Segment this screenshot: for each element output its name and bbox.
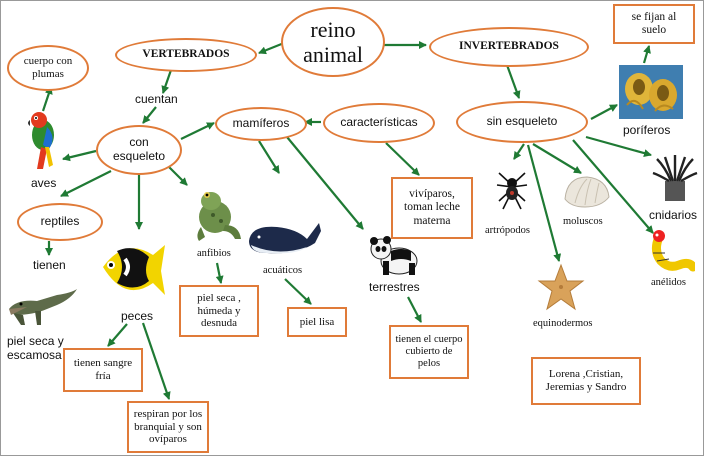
viviparos-label: vivíparos, toman leche materna (404, 188, 460, 227)
node-piel-lisa: piel lisa (287, 307, 347, 337)
label-anfibios: anfibios (197, 248, 231, 259)
arrow-mamiferos-to-terrestres (286, 136, 364, 230)
node-vertebrados: VERTEBRADOS (115, 38, 257, 72)
frog-icon (197, 192, 241, 241)
label-cuentan: cuentan (135, 92, 178, 106)
node-tienen-cuerpo: tienen el cuerpo cubierto de pelos (389, 325, 469, 379)
node-con-esqueleto: con esqueleto (96, 125, 182, 175)
label-aves: aves (31, 176, 57, 190)
root-label: reino animal (303, 16, 363, 67)
label-equinodermos: equinodermos (533, 318, 593, 329)
node-invertebrados: INVERTEBRADOS (429, 27, 589, 67)
arrow-mamiferos-to-acuaticos (258, 140, 280, 174)
arrow-peces-to-sangre-fria (107, 323, 128, 347)
label-anelidos: anélidos (651, 277, 686, 288)
panda-icon (370, 236, 418, 275)
arrow-anfibios-to-piel-seca (215, 262, 224, 284)
mamiferos-label: mamíferos (232, 116, 290, 131)
caracteristicas-label: características (340, 115, 418, 130)
arrow-aves-to-cuerpo-plumas (41, 86, 53, 112)
arrow-poriferos-to-se-fijan (642, 45, 651, 64)
label-artropodos: artrópodos (485, 225, 530, 236)
arrow-acuaticos-to-piel-lisa (284, 278, 312, 305)
tienen-cuerpo-label: tienen el cuerpo cubierto de pelos (395, 333, 463, 370)
node-reptiles: reptiles (17, 203, 103, 241)
arrow-con-esqueleto-to-mamiferos (180, 122, 215, 140)
arrow-con-esqueleto-to-anfibios (168, 166, 188, 186)
label-piel-seca-escamosa: piel seca y escamosa (7, 334, 64, 362)
label-moluscos: moluscos (563, 216, 603, 227)
node-sin-esqueleto: sin esqueleto (456, 101, 588, 143)
starfish-icon (537, 263, 585, 311)
invertebrados-label: INVERTEBRADOS (459, 40, 559, 53)
cuerpo-plumas-label: cuerpo con plumas (23, 55, 73, 80)
arrow-reino-to-vertebrados (258, 41, 285, 55)
label-terrestres: terrestres (369, 280, 420, 294)
root-node: reino animal (281, 7, 385, 77)
node-respiran: respiran por los branquial y son ovíparo… (127, 401, 209, 453)
arrow-sin-esqueleto-to-poriferos (590, 104, 618, 120)
respiran-label: respiran por los branquial y son ovíparo… (133, 408, 203, 446)
node-mamiferos: mamíferos (215, 107, 307, 141)
spider-icon (496, 172, 528, 210)
anemone-icon (652, 155, 698, 201)
crocodile-icon (9, 289, 77, 325)
arrow-sin-esqueleto-to-artropodos (513, 143, 525, 160)
arrow-con-esqueleto-to-aves (62, 149, 97, 162)
arrow-con-esqueleto-to-reptiles (60, 170, 112, 197)
sponge-icon (619, 65, 683, 119)
parrot-icon (28, 112, 54, 169)
arrow-invertebrados-to-sin-esqueleto (505, 64, 521, 99)
worm-icon (651, 230, 695, 272)
arrow-sin-esqueleto-to-cnidarios (585, 135, 652, 157)
reptiles-label: reptiles (40, 214, 80, 229)
arrow-vertebrados-to-cuentan (161, 69, 173, 94)
node-se-fijan: se fijan al suelo (613, 4, 695, 44)
fish-icon (103, 245, 165, 295)
label-tienen: tienen (33, 258, 66, 272)
arrow-sin-esqueleto-to-moluscos (532, 143, 582, 174)
label-cnidarios: cnidarios (649, 208, 698, 222)
vertebrados-label: VERTEBRADOS (142, 48, 230, 61)
arrow-peces-to-respiran (141, 322, 171, 400)
label-peces: peces (121, 309, 154, 323)
arrow-cuentan-to-con-esqueleto (142, 106, 157, 124)
sangre-fria-label: tienen sangre fría (73, 357, 133, 382)
label-poriferos: poríferos (623, 123, 671, 137)
con-esqueleto-label: con esqueleto (112, 135, 166, 163)
piel-seca-humeda-label: piel seca , húmeda y desnuda (197, 292, 241, 330)
autores-label: Lorena ,Cristian, Jeremias y Sandro (545, 368, 627, 393)
node-piel-seca-humeda: piel seca , húmeda y desnuda (179, 285, 259, 337)
arrow-terrestres-to-tienen-cuerpo (407, 296, 422, 323)
node-autores: Lorena ,Cristian, Jeremias y Sandro (531, 357, 641, 405)
node-viviparos: vivíparos, toman leche materna (391, 177, 473, 239)
node-caracteristicas: características (323, 103, 435, 143)
node-sangre-fria: tienen sangre fría (63, 348, 143, 392)
arrow-sin-esqueleto-to-equinodermos (526, 144, 562, 262)
piel-lisa-label: piel lisa (299, 315, 335, 328)
whale-icon (249, 223, 321, 254)
arrow-sin-esqueleto-to-anelidos (572, 139, 654, 234)
sin-esqueleto-label: sin esqueleto (486, 114, 558, 129)
arrow-caracteristicas-to-viviparos (385, 142, 420, 176)
label-acuaticos: acuáticos (263, 265, 303, 276)
se-fijan-label: se fijan al suelo (631, 10, 677, 36)
node-cuerpo-plumas: cuerpo con plumas (7, 45, 89, 91)
shell-icon (564, 176, 610, 208)
